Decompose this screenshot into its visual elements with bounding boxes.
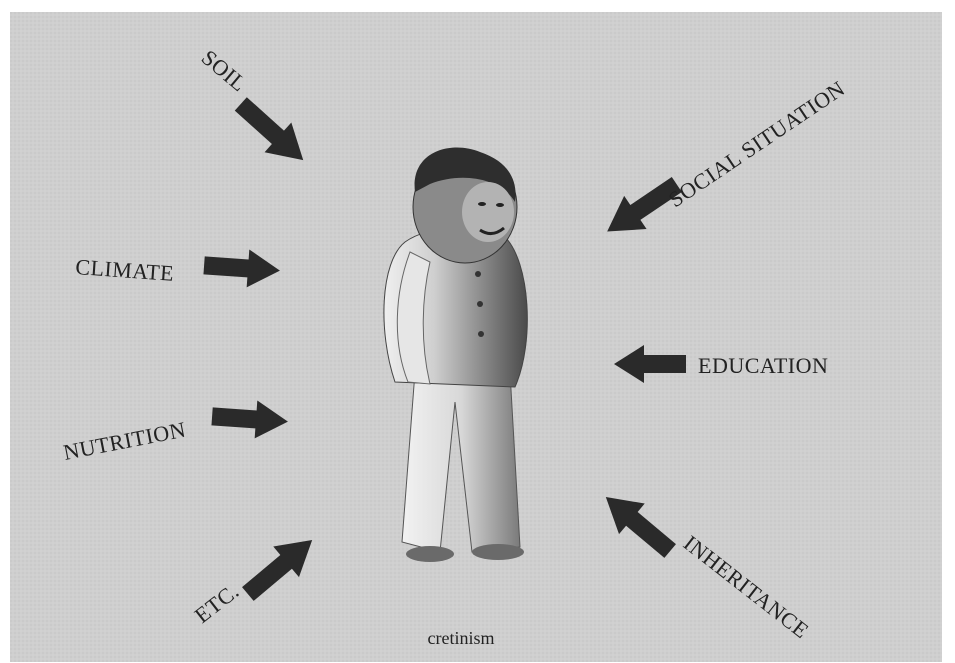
arrow-social-situation xyxy=(607,177,682,232)
arrow-climate xyxy=(203,249,280,288)
arrow-etc xyxy=(242,540,313,601)
arrow-inheritance xyxy=(605,497,676,558)
arrow-nutrition xyxy=(211,400,288,439)
child-figure-illustration xyxy=(383,147,528,562)
arrow-education xyxy=(614,345,686,383)
figure-caption: cretinism xyxy=(428,628,495,648)
label-education: EDUCATION xyxy=(698,353,828,378)
diagram-canvas: SOIL CLIMATE NUTRITION ETC. SOCIAL SITUA… xyxy=(10,12,942,662)
diagram-figure: SOIL CLIMATE NUTRITION ETC. SOCIAL SITUA… xyxy=(10,12,942,662)
arrow-soil xyxy=(234,97,304,161)
